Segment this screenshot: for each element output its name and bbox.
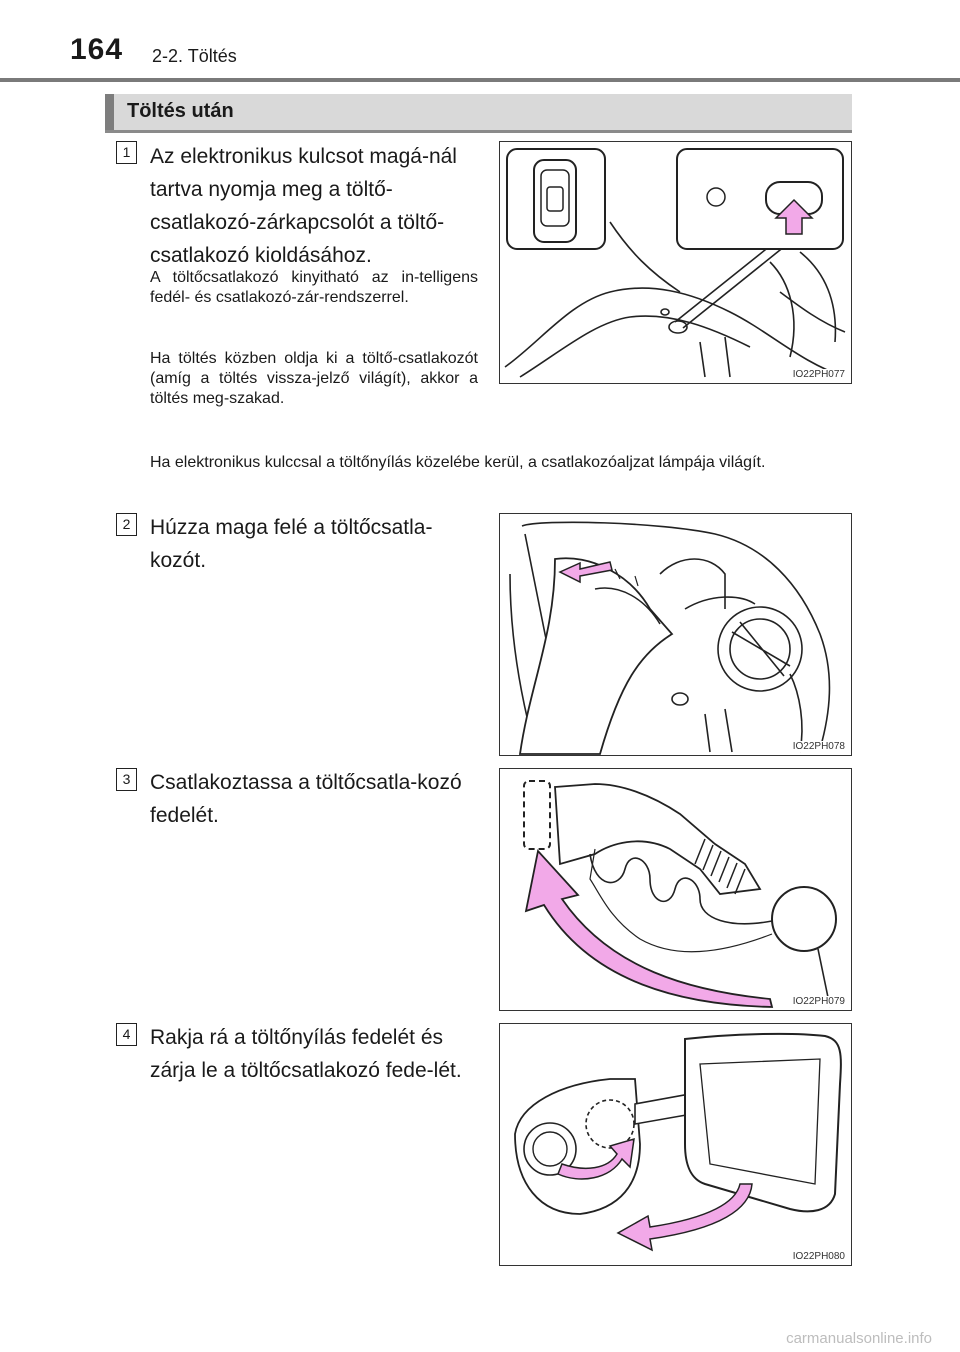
- figure-4-code: IO22PH080: [790, 1251, 847, 1262]
- figure-2-code: IO22PH078: [790, 741, 847, 752]
- step-number-3: 3: [116, 768, 137, 791]
- figure-1-illustration: [504, 148, 846, 378]
- step-1-note-2: Ha töltés közben oldja ki a töltő-csatla…: [150, 350, 478, 407]
- page-number: 164: [70, 33, 124, 66]
- figure-4-illustration: [514, 1032, 842, 1252]
- figure-3-illustration: [523, 780, 837, 1008]
- figure-2: IO22PH078: [499, 513, 852, 756]
- chapter-title: 2-2. Töltés: [152, 46, 237, 66]
- figure-4: IO22PH080: [499, 1023, 852, 1266]
- step-number-1: 1: [116, 141, 137, 164]
- step-text-3: Csatlakoztassa a töltőcsatla-kozó fedelé…: [150, 771, 462, 827]
- figure-2-illustration: [509, 521, 831, 755]
- step-1-wide-note: Ha elektronikus kulccsal a töltőnyílás k…: [150, 454, 766, 471]
- figure-3-code: IO22PH079: [790, 996, 847, 1007]
- header-rule: [0, 78, 960, 82]
- figure-3: IO22PH079: [499, 768, 852, 1011]
- section-title: Töltés után: [127, 100, 234, 122]
- step-number-4: 4: [116, 1023, 137, 1046]
- section-heading-bar: [105, 94, 114, 130]
- step-text-1: Az elektronikus kulcsot magá-nál tartva …: [150, 145, 457, 267]
- watermark: carmanualsonline.info: [786, 1330, 932, 1347]
- step-text-4: Rakja rá a töltőnyílás fedelét és zárja …: [150, 1026, 462, 1082]
- step-text-2: Húzza maga felé a töltőcsatla-kozót.: [150, 516, 433, 572]
- figure-1-code: IO22PH077: [790, 369, 847, 380]
- section-heading: Töltés után: [105, 94, 852, 133]
- step-number-2: 2: [116, 513, 137, 536]
- step-1-note-1: A töltőcsatlakozó kinyitható az in-telli…: [150, 269, 478, 306]
- figure-1: IO22PH077: [499, 141, 852, 384]
